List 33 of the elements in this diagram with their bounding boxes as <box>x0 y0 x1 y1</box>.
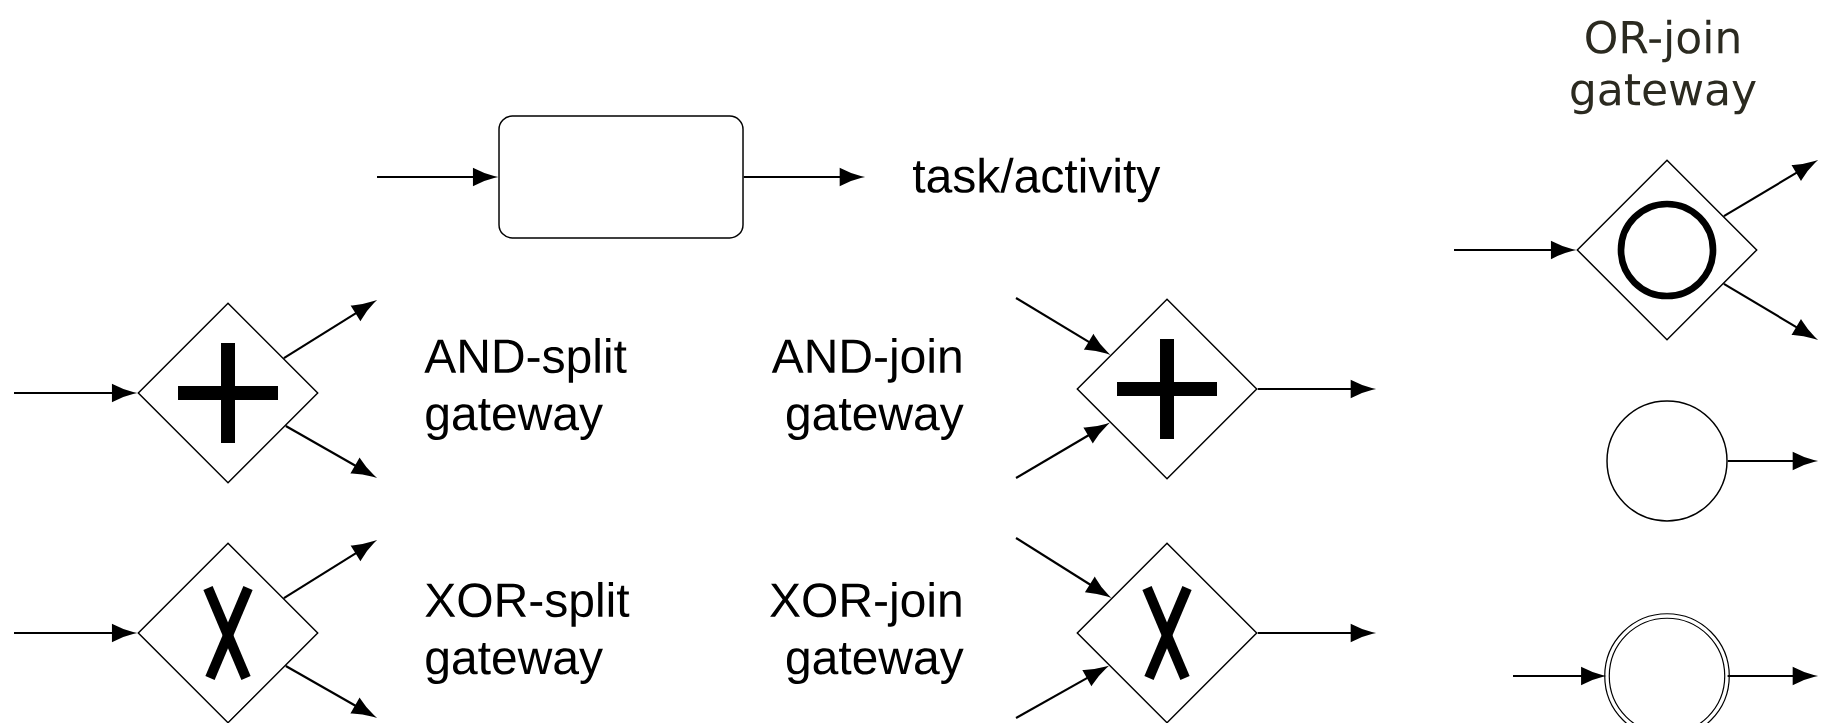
arrow <box>283 541 375 600</box>
event-circle <box>1604 613 1730 723</box>
arrow <box>1257 380 1373 398</box>
gateway-label: OR-join gateway <box>1571 19 1756 115</box>
event-circle <box>1606 400 1728 522</box>
arrow <box>283 301 375 360</box>
gateway-diamond <box>1576 159 1758 341</box>
task-label: task/activity <box>913 157 1161 203</box>
arrow <box>1015 423 1108 479</box>
arrow <box>1723 161 1816 218</box>
arrow <box>285 425 375 477</box>
arrow <box>1723 282 1816 339</box>
arrow <box>1727 667 1815 685</box>
arrow <box>1015 537 1109 597</box>
gateway-label: AND-split gateway <box>424 337 627 440</box>
arrow <box>1454 241 1573 259</box>
gateway-diamond <box>1076 542 1258 723</box>
arrow <box>285 665 375 717</box>
gateway-diamond <box>1076 298 1258 480</box>
gateway-label: XOR-split gateway <box>425 581 630 684</box>
gateway-label: XOR-join gateway <box>770 581 964 684</box>
gateway-diamond <box>137 302 319 484</box>
arrow <box>377 168 495 186</box>
arrow <box>743 168 862 186</box>
task-box <box>498 115 744 239</box>
arrow <box>1015 297 1108 354</box>
arrow <box>1727 452 1815 470</box>
arrow <box>14 384 134 402</box>
arrow <box>1257 624 1373 642</box>
arrow <box>14 624 134 642</box>
arrow <box>1015 666 1107 719</box>
gateway-diamond <box>137 542 319 723</box>
gateway-label: AND-join gateway <box>771 337 964 440</box>
